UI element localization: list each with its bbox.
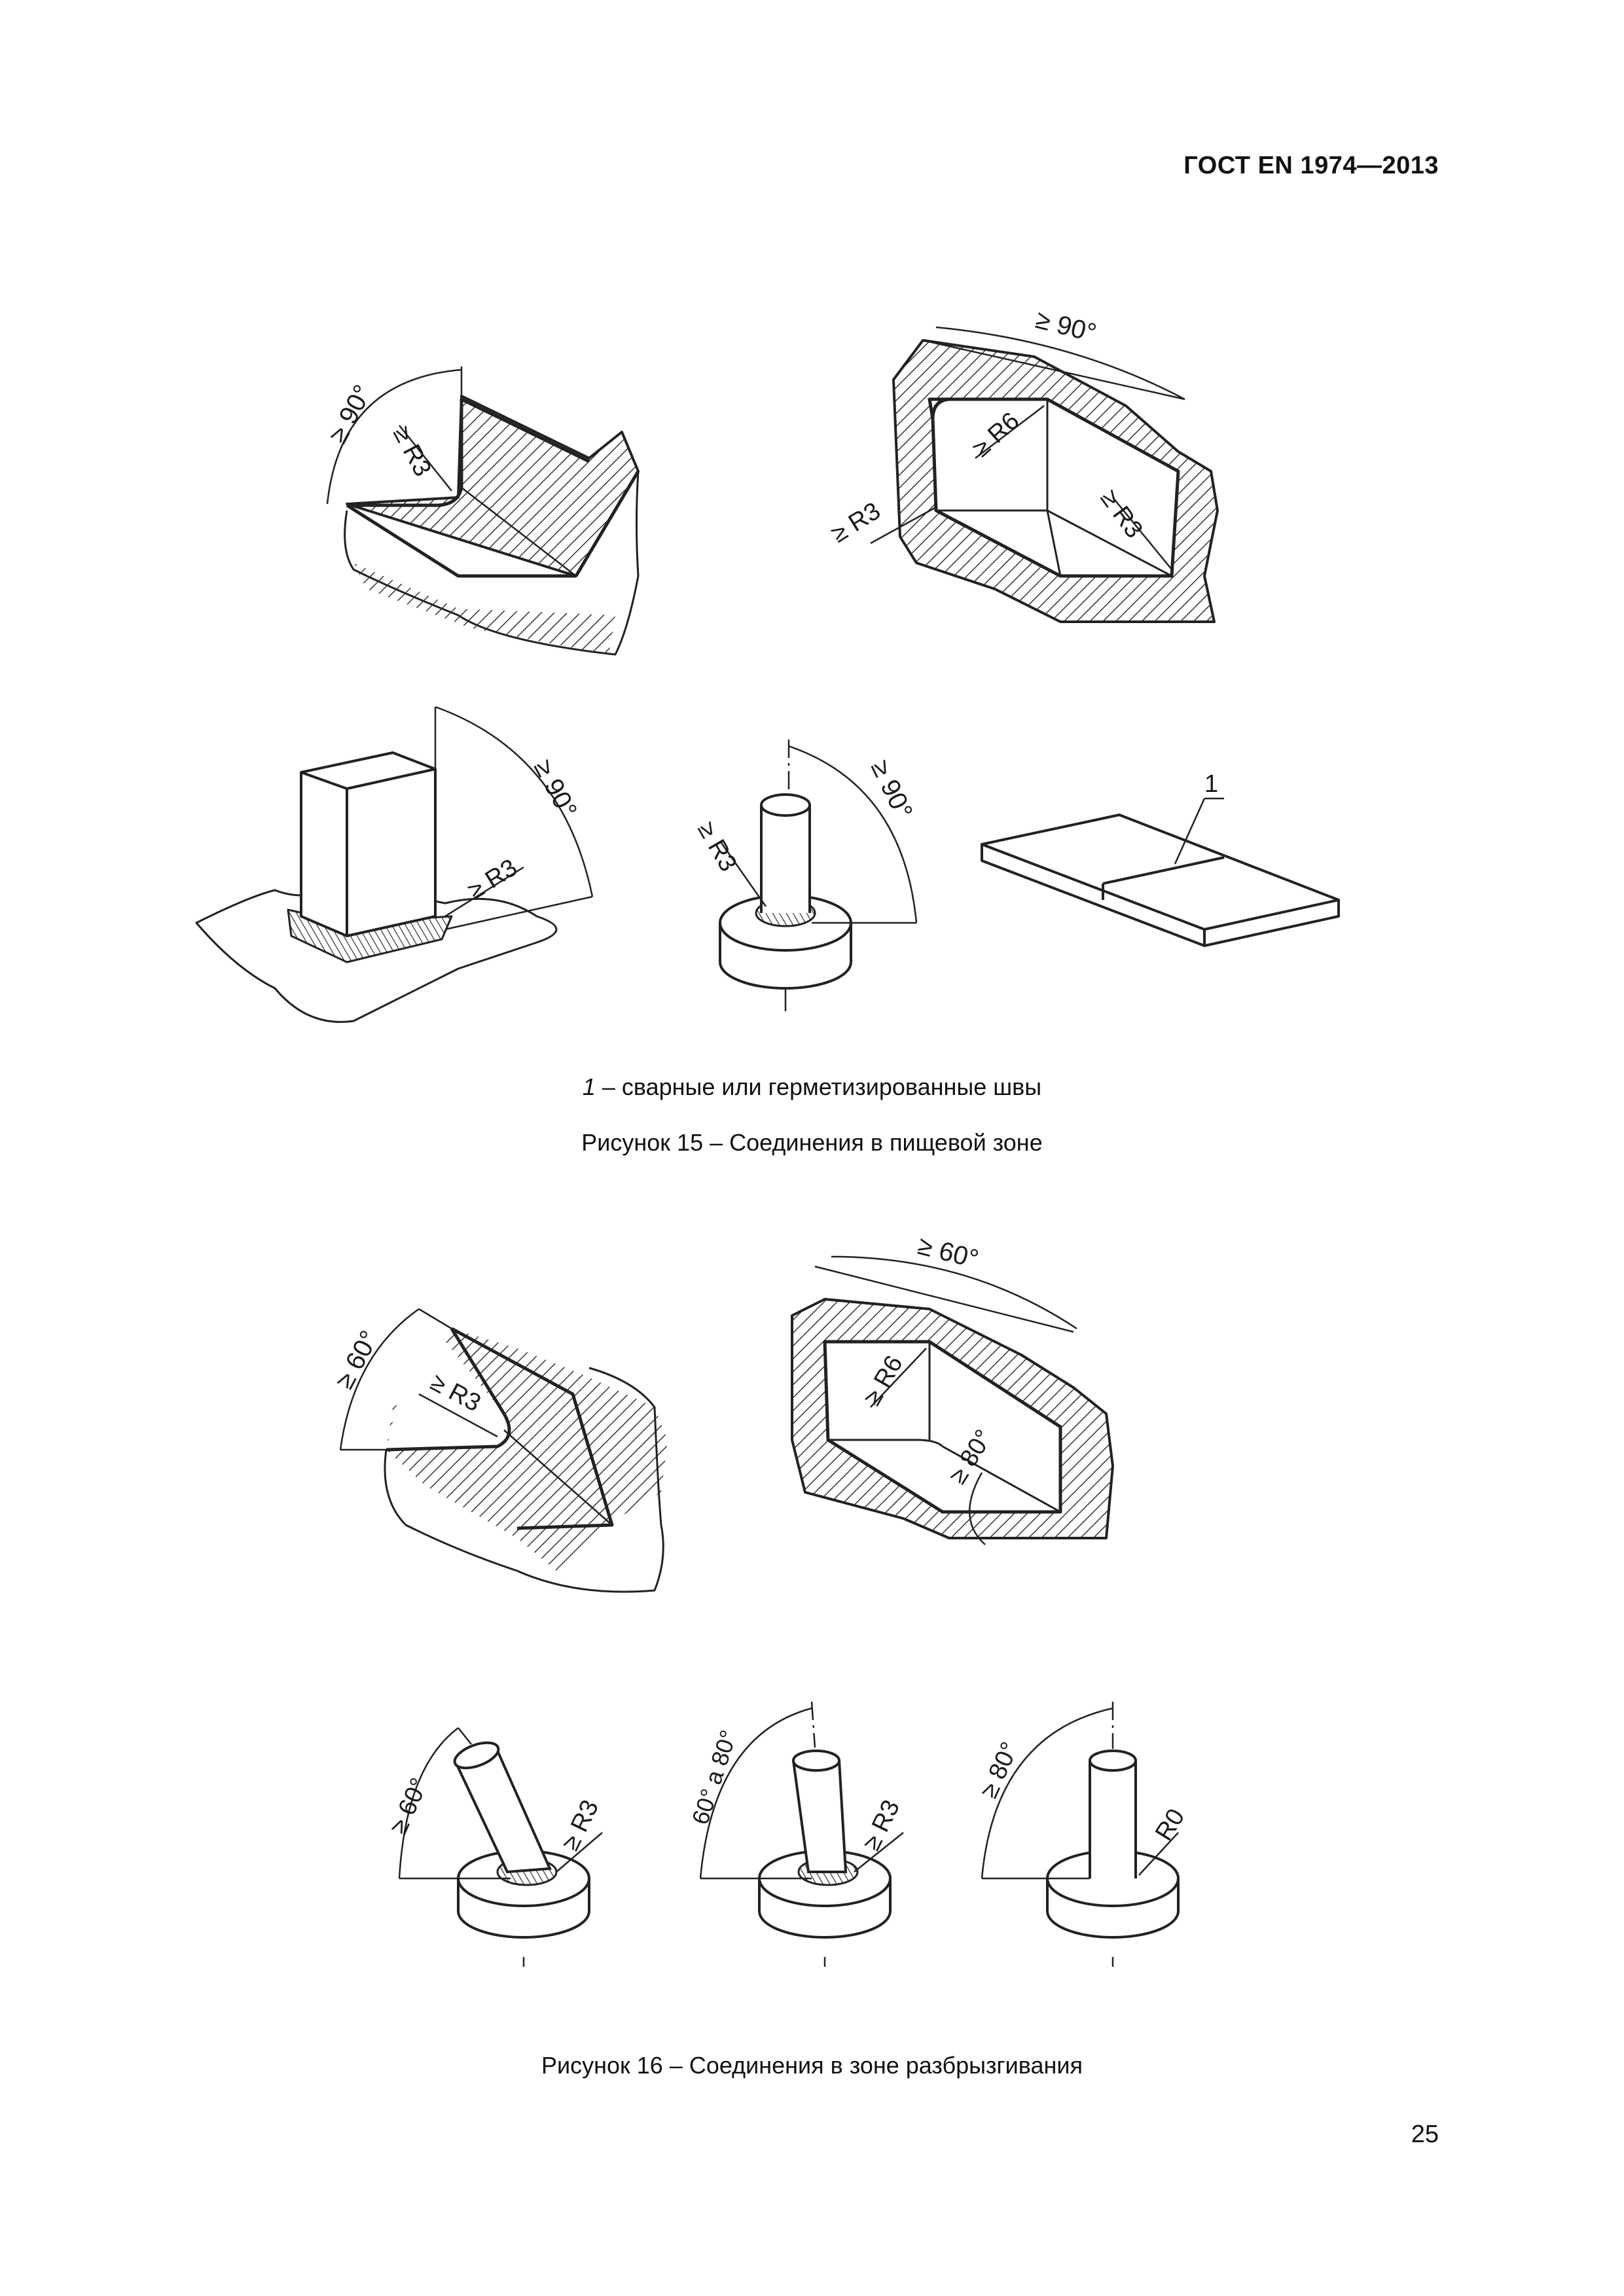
fig16-tr-angle-label: ≥ 60° <box>915 1231 981 1274</box>
fig15-box-on-base <box>195 706 594 1023</box>
figure15-legend-number: 1 <box>582 1073 596 1100</box>
fig16-vg-angle-label: ≥ 60° <box>330 1326 384 1393</box>
page-number: 25 <box>1411 2121 1439 2148</box>
figure-16-drawing: ≥ 60° ≥ R3 ≥ 60° ≥ R6 ≥ 80° ≥ 60° ≥ R3 <box>330 1231 1190 1967</box>
fig15-corner-left <box>326 367 640 656</box>
fig16-pinm-angle-label: 60° a 80° <box>687 1727 742 1827</box>
fig16-pinr-radius-label: R0 <box>1150 1804 1190 1845</box>
figure16-caption: Рисунок 16 – Соединения в зоне разбрызги… <box>541 2052 1083 2079</box>
standard-designation: ГОСТ EN 1974—2013 <box>1183 152 1439 179</box>
fig15-tl-radius-label: ≥ R3 <box>388 422 437 481</box>
fig16-recess-right <box>791 1255 1114 1545</box>
figure15-caption: Рисунок 15 – Соединения в пищевой зоне <box>581 1129 1043 1156</box>
figure-15-drawing: ≥ 90° ≥ R3 ≥ 90° ≥ R6 ≥ R3 ≥ R3 ≥ 90° ≥ … <box>195 305 1340 1023</box>
fig16-pinm-radius-label: ≥ R3 <box>857 1796 905 1855</box>
fig15-box-radius-label: ≥ R3 <box>463 854 522 905</box>
fig15-recess-right <box>870 326 1219 623</box>
fig15-pin-radius-label: ≥ R3 <box>692 817 742 876</box>
figure15-legend-text: – сварные или герметизированные швы <box>595 1073 1042 1100</box>
fig15-callout-number: 1 <box>1204 770 1218 798</box>
fig16-pin-slanted <box>398 1727 603 1967</box>
fig15-tl-angle-label: ≥ 90° <box>323 380 378 448</box>
fig15-pin-angle-label: ≥ 90° <box>865 756 918 823</box>
fig16-pin-vertical <box>981 1702 1180 1967</box>
fig16-v-groove <box>339 1308 668 1593</box>
fig16-pin-tilted <box>699 1701 904 1967</box>
fig15-pin-on-disc <box>719 740 918 1011</box>
fig15-joined-plates <box>981 797 1340 947</box>
fig16-pinl-angle-label: ≥ 60° <box>385 1774 434 1838</box>
fig15-box-angle-label: ≥ 90° <box>528 755 583 823</box>
fig16-pinl-radius-label: ≥ R3 <box>556 1796 604 1855</box>
fig15-tr-angle-label: ≥ 90° <box>1033 305 1099 348</box>
figure15-legend: 1 – сварные или герметизированные швы <box>0 1073 1624 1101</box>
